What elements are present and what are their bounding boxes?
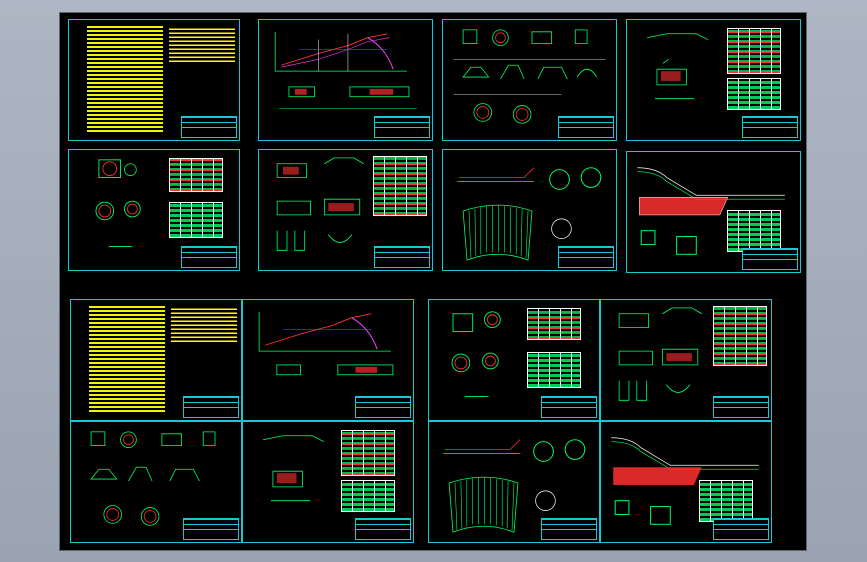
notes-block-secondary — [169, 28, 235, 62]
title-block — [558, 116, 614, 138]
title-block — [713, 518, 769, 540]
sheet-tunnel-sections-1[interactable] — [68, 149, 240, 271]
profile-drawing — [274, 31, 417, 109]
section-detail — [276, 157, 364, 251]
cad-model-space[interactable] — [60, 13, 806, 550]
title-block — [183, 396, 239, 418]
rebar-table — [527, 352, 581, 388]
title-block — [183, 518, 239, 540]
title-block-label — [184, 533, 238, 538]
notes-block — [87, 26, 163, 132]
title-block — [742, 116, 798, 138]
section-detail — [647, 33, 709, 100]
rebar-table — [727, 28, 781, 74]
title-block — [181, 246, 237, 268]
profile-drawing — [258, 311, 394, 376]
section-detail — [453, 29, 606, 124]
title-block-label — [356, 411, 410, 416]
profile-drawing — [637, 167, 785, 255]
notes-block-secondary — [171, 308, 237, 342]
sheet-tunnel-sections-2[interactable] — [428, 299, 600, 421]
title-block — [541, 396, 597, 418]
title-block — [355, 518, 411, 540]
rebar-table — [699, 480, 753, 522]
rebar-table — [341, 430, 395, 476]
profile-drawing — [611, 437, 759, 525]
sheet-tables-2[interactable] — [242, 421, 414, 543]
title-block-label — [542, 533, 596, 538]
section-detail — [90, 431, 216, 526]
rebar-table — [169, 202, 223, 238]
title-block — [355, 396, 411, 418]
rebar-table — [727, 210, 781, 252]
title-block — [558, 246, 614, 268]
rebar-table — [169, 158, 223, 192]
title-block-label — [356, 533, 410, 538]
title-block — [374, 246, 430, 268]
tunnel-section — [95, 159, 141, 247]
sheet-details-2[interactable] — [600, 299, 772, 421]
rebar-table — [373, 156, 427, 216]
rebar-table — [341, 480, 395, 512]
title-block-label — [375, 131, 429, 136]
title-block-label — [743, 263, 797, 268]
sheet-profile-2[interactable] — [242, 299, 414, 421]
section-detail — [263, 435, 325, 502]
title-block — [742, 248, 798, 270]
rebar-table — [713, 306, 767, 366]
title-block-label — [375, 261, 429, 266]
title-block — [541, 518, 597, 540]
title-block-label — [559, 131, 613, 136]
section-detail — [618, 307, 702, 401]
sheet-details-1[interactable] — [258, 149, 433, 271]
title-block — [181, 116, 237, 138]
title-block-label — [714, 411, 768, 416]
title-block-label — [184, 411, 238, 416]
sheet-profile-1[interactable] — [258, 19, 433, 141]
sheet-arch-2[interactable] — [428, 421, 600, 543]
sheet-longitudinal-1[interactable] — [626, 151, 801, 273]
notes-block — [89, 306, 165, 412]
title-block-label — [559, 261, 613, 266]
title-block-label — [542, 411, 596, 416]
fan-arch — [443, 439, 586, 533]
sheet-arch-1[interactable] — [442, 149, 617, 271]
rebar-table — [527, 308, 581, 340]
tunnel-section — [451, 311, 501, 397]
sheet-longitudinal-2[interactable] — [600, 421, 772, 543]
fan-arch — [457, 167, 602, 261]
title-block-label — [714, 533, 768, 538]
sheet-sections-1[interactable] — [442, 19, 617, 141]
title-block-label — [182, 261, 236, 266]
sheet-tables-1[interactable] — [626, 19, 801, 141]
rebar-table — [727, 78, 781, 110]
title-block-label — [743, 131, 797, 136]
title-block — [713, 396, 769, 418]
title-block — [374, 116, 430, 138]
title-block-label — [182, 131, 236, 136]
sheet-general-notes-1[interactable] — [68, 19, 240, 141]
sheet-sections-2[interactable] — [70, 421, 242, 543]
sheet-general-notes-2[interactable] — [70, 299, 242, 421]
